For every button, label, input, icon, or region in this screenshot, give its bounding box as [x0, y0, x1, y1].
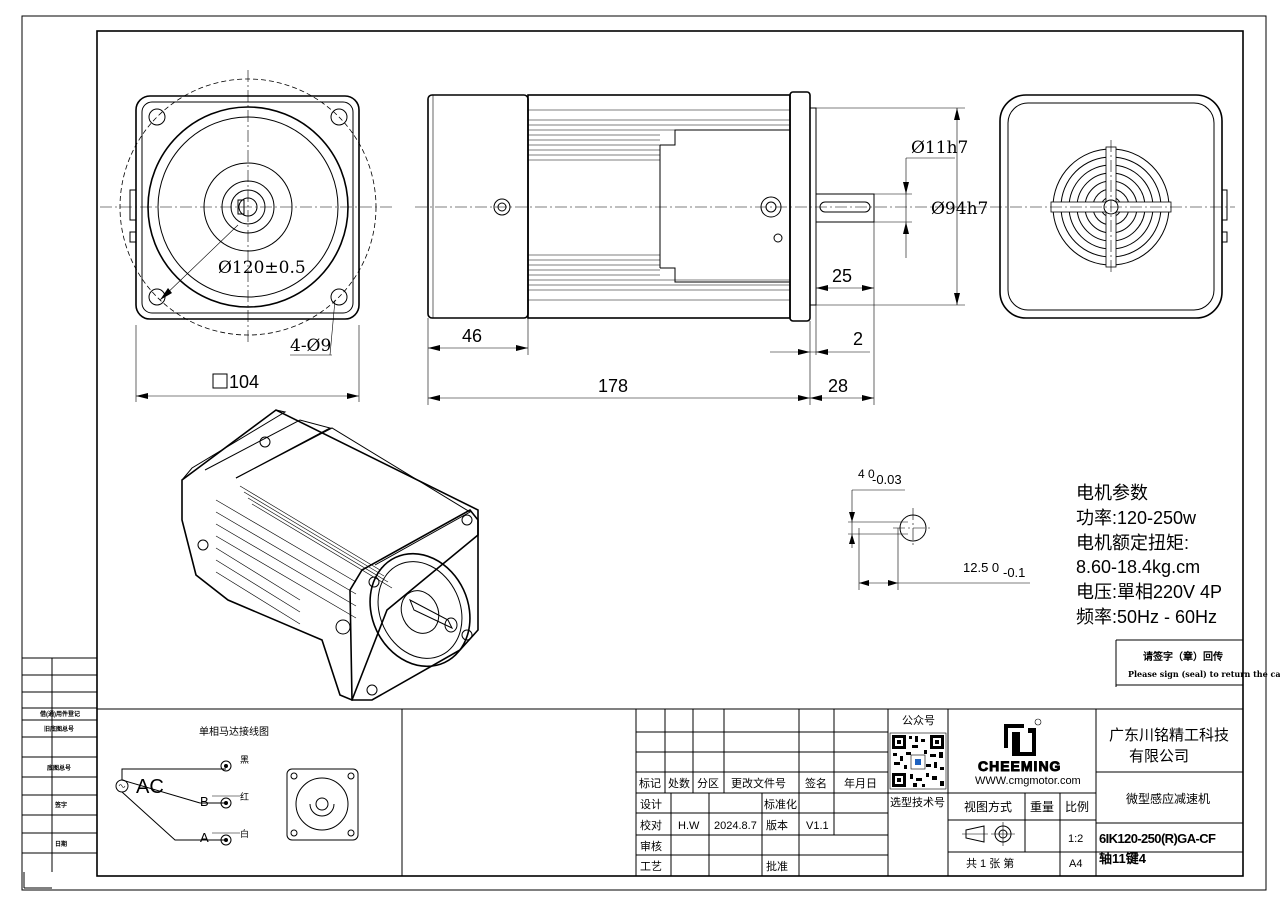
- row-approve: 批准: [766, 859, 788, 873]
- title-block-grid: [97, 708, 1243, 876]
- key-section-view: 4 0 -0.03 12.5 0 -0.1: [848, 467, 1030, 590]
- wire-white: 白: [240, 828, 249, 839]
- company-logo: CHEEMING WWW.cmgmotor.com: [975, 718, 1081, 787]
- dim-2: 2: [853, 329, 863, 349]
- dim-46: 46: [462, 326, 482, 346]
- strip-r4: 签字: [54, 801, 67, 809]
- model-number-2: 轴11键4: [1099, 851, 1147, 866]
- checker: H.W: [678, 820, 700, 832]
- weight-label: 重量: [1030, 800, 1054, 814]
- check-date: 2024.8.7: [714, 820, 757, 832]
- strip-r2: 旧底图总号: [44, 725, 74, 733]
- sheet-size: A4: [1069, 858, 1082, 870]
- params-title: 电机参数: [1076, 483, 1148, 503]
- wechat-label: 公众号: [902, 714, 935, 727]
- col-date: 年月日: [844, 776, 877, 790]
- wire-black: 黑: [240, 755, 249, 765]
- shaft-dimension: Ø11h7: [911, 138, 968, 158]
- notice-cn: 请签字（章）回传: [1143, 650, 1223, 663]
- wiring-title: 单相马达接线图: [199, 725, 269, 738]
- params-power: 功率:120-250w: [1076, 508, 1197, 528]
- projection-symbol-icon: [962, 822, 1015, 846]
- sheet-count: 共 1 张 第: [966, 856, 1014, 870]
- square-dimension: 104: [229, 372, 259, 392]
- dim-28: 28: [828, 376, 848, 396]
- logo-url: WWW.cmgmotor.com: [975, 775, 1081, 787]
- outer-border: [21, 15, 1267, 891]
- rear-view: [990, 94, 1235, 319]
- col-change-doc: 更改文件号: [731, 776, 786, 790]
- strip-r1: 借(通)用件登记: [39, 710, 80, 718]
- row-process: 工艺: [640, 860, 662, 873]
- pilot-dimension: Ø94h7: [931, 199, 988, 219]
- row-design: 设计: [640, 798, 662, 811]
- wiring-ac: AC: [136, 776, 164, 798]
- key-width-value: 4 0: [858, 467, 875, 481]
- params-frequency: 频率:50Hz - 60Hz: [1076, 607, 1217, 627]
- version-label: 版本: [766, 818, 788, 832]
- key-height-value: 12.5 0: [963, 560, 999, 575]
- row-review: 审核: [640, 839, 662, 853]
- model-number: 6IK120-250(R)GA-CF: [1099, 831, 1216, 846]
- scale-label: 比例: [1065, 800, 1089, 814]
- row-standard: 标准化: [764, 797, 797, 811]
- key-width-tol: -0.03: [872, 472, 902, 487]
- col-mark: 标记: [639, 776, 661, 790]
- notice-en: Please sign (seal) to return the call: [1128, 669, 1280, 679]
- wiring-a: A: [200, 830, 209, 845]
- params-torque-label: 电机额定扭矩:: [1076, 533, 1189, 553]
- strip-r5: 日期: [55, 840, 67, 848]
- key-height-tol: -0.1: [1003, 565, 1025, 580]
- pcd-dimension: Ø120±0.5: [218, 258, 306, 278]
- wiring-diagram: 单相马达接线图 AC B A 黑 红 白: [115, 725, 359, 846]
- row-check: 校对: [640, 818, 662, 832]
- motor-parameters: 电机参数 功率:120-250w 电机额定扭矩: 8.60-18.4kg.cm …: [1076, 483, 1222, 627]
- company-name: 广东川铭精工科技: [1109, 727, 1229, 744]
- notice-box: 请签字（章）回传 Please sign (seal) to return th…: [1115, 639, 1280, 687]
- holes-dimension: 4-Ø9: [290, 336, 331, 356]
- front-view: Ø120±0.5 4-Ø9 104: [100, 70, 395, 402]
- side-view: Ø94h7 Ø11h7 46 178 25 2 28: [415, 91, 990, 405]
- wiring-b: B: [200, 794, 209, 809]
- logo-text: CHEEMING: [978, 758, 1061, 774]
- wire-red: 红: [240, 791, 249, 802]
- drawing-frame: [96, 30, 1244, 877]
- isometric-view: [181, 409, 479, 702]
- col-count: 处数: [668, 777, 690, 790]
- col-sign: 签名: [805, 776, 827, 790]
- left-strip-table: [22, 657, 97, 872]
- company-name-2: 有限公司: [1129, 748, 1189, 765]
- version-value: V1.1: [806, 820, 829, 832]
- qr-code: [889, 732, 947, 790]
- view-label: 视图方式: [964, 799, 1012, 814]
- params-torque-value: 8.60-18.4kg.cm: [1076, 557, 1200, 577]
- col-zone: 分区: [697, 777, 719, 790]
- strip-r3: 底图总号: [47, 764, 71, 772]
- scale-value: 1:2: [1068, 833, 1083, 845]
- select-tech-label: 选型技术号: [890, 795, 945, 809]
- product-name: 微型感应减速机: [1126, 791, 1210, 806]
- dim-25: 25: [832, 266, 852, 286]
- params-voltage: 电压:單相220V 4P: [1076, 582, 1222, 602]
- dim-178: 178: [598, 376, 628, 396]
